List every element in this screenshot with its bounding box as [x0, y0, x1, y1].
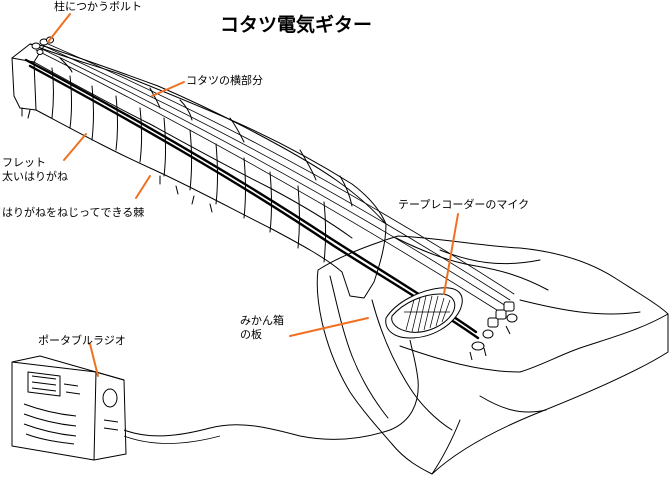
tape-recorder-mic	[385, 287, 463, 339]
leader-pillar-bolt	[47, 13, 71, 43]
label-thick-wire: 太いはりがね	[2, 170, 68, 183]
radio-cable	[123, 339, 419, 440]
portable-radio	[11, 355, 127, 461]
label-mikan-box-line1: みかん箱	[240, 314, 284, 327]
label-tape-mic: テープレコーダーのマイク	[398, 198, 530, 211]
guitar-strings	[35, 43, 515, 313]
label-kotatsu-crossbar: コタツの横部分	[186, 74, 263, 87]
label-fret: フレット	[2, 156, 46, 169]
label-pillar-bolt: 柱につかうボルト	[54, 0, 142, 13]
leader-kotatsu-crossbar	[151, 81, 185, 97]
leader-fret	[63, 133, 87, 161]
kotatsu-crossbar	[11, 43, 387, 299]
leader-portable-radio	[89, 343, 99, 377]
leader-wire-thorn	[135, 175, 151, 199]
label-mikan-box-line2: の板	[240, 328, 262, 341]
leader-tape-mic	[443, 213, 459, 295]
label-wire-thorn: はりがねをねじってできる棘	[2, 206, 145, 219]
radio-cable-loop	[123, 435, 221, 444]
label-portable-radio: ポータブルラジオ	[38, 334, 126, 347]
leader-mikan-box	[289, 317, 369, 337]
diagram-title: コタツ電気ギター	[220, 14, 373, 36]
bridge-bolts	[469, 301, 518, 361]
leader-lines	[47, 13, 459, 377]
mikan-box-board	[316, 235, 669, 475]
